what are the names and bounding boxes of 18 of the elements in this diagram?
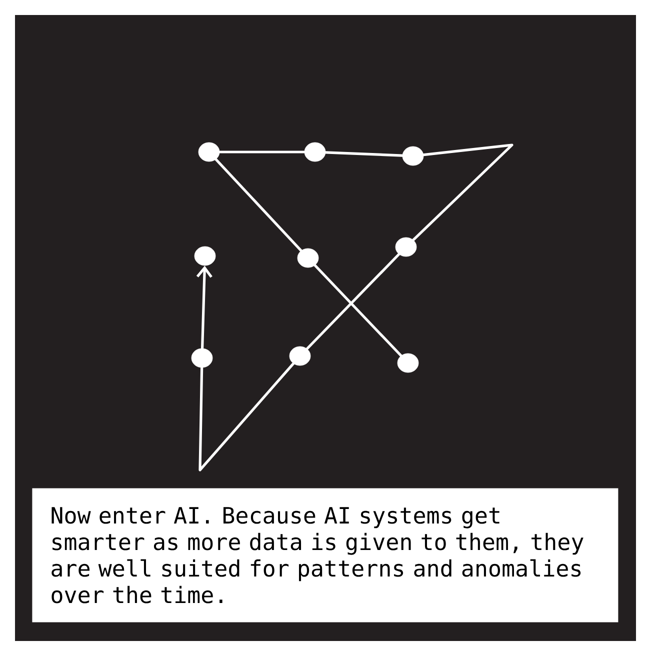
dot <box>402 146 424 166</box>
dot <box>397 353 419 373</box>
dot <box>395 237 417 257</box>
dot <box>297 248 319 268</box>
line <box>214 158 302 252</box>
caption-card: Now enter AI. Because AI systems get smarter as more data is given to them, they are well suited for patterns and anomalies over the time. <box>32 488 618 622</box>
line <box>314 264 402 357</box>
dot <box>198 142 220 162</box>
line <box>198 362 295 472</box>
line <box>196 266 212 350</box>
dot <box>191 348 213 368</box>
line <box>412 144 514 242</box>
line <box>324 151 404 157</box>
dot <box>194 246 216 266</box>
line <box>306 252 400 350</box>
dot <box>289 346 311 366</box>
dot <box>304 142 326 162</box>
line <box>218 150 306 154</box>
